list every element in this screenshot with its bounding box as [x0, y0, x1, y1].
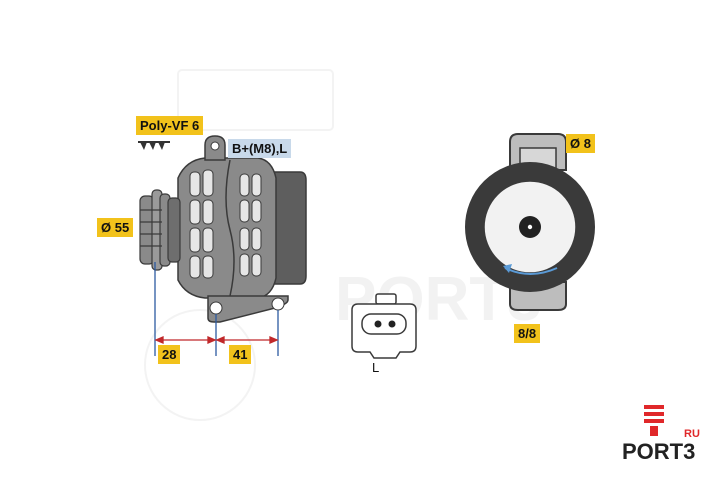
dimension-arrows [154, 336, 279, 344]
rear-cover [267, 171, 307, 285]
top-mount-hole [210, 141, 220, 151]
belt-groove-icon [138, 141, 170, 150]
pulley-diameter-label: Ø 55 [97, 218, 134, 237]
bottom-bracket [207, 295, 289, 323]
terminal-label: B+(M8),L [228, 139, 292, 158]
bottom-mount-hole-left [209, 301, 223, 315]
alternator-end-view [465, 133, 595, 311]
dimension-b-label: 41 [229, 345, 252, 364]
bottom-mount-hole-right [271, 297, 285, 311]
brand-suffix: RU [684, 428, 700, 440]
connector-label: L [372, 360, 380, 375]
housing-split [225, 159, 235, 297]
brand-logo: RU PORT3 [622, 405, 700, 464]
brand-name: PORT3 [622, 439, 695, 464]
belt-type-label: Poly-VF 6 [136, 116, 204, 135]
bracket-width-label: 8/8 [514, 324, 541, 343]
pulley [139, 189, 181, 271]
connector-plug [351, 293, 417, 359]
dimension-lines [154, 262, 279, 356]
bolt-diameter-label: Ø 8 [566, 134, 595, 153]
alternator-side-view [139, 135, 307, 323]
dimension-a-label: 28 [158, 345, 181, 364]
vent-slots-rear [239, 173, 262, 277]
vent-slots-front [189, 169, 214, 279]
